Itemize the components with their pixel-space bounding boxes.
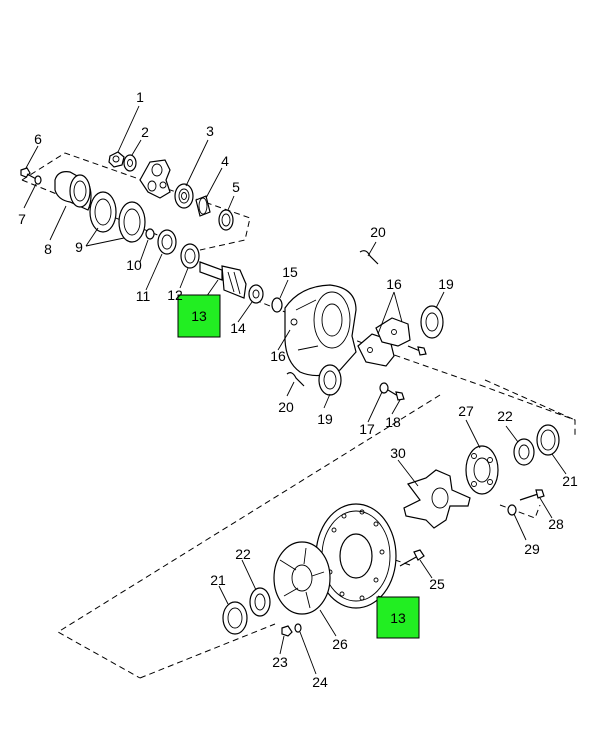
callout-26: 26 xyxy=(332,636,348,652)
pinion-yoke[interactable] xyxy=(139,159,171,199)
callout-19b: 19 xyxy=(317,411,333,427)
part-5-bearing-cup[interactable] xyxy=(218,209,234,231)
part-14-bearing[interactable] xyxy=(248,284,264,304)
callout-23: 23 xyxy=(272,654,288,670)
leader-lines xyxy=(23,105,567,675)
callout-14: 14 xyxy=(230,320,246,336)
callout-7: 7 xyxy=(18,211,26,227)
callout-16b: 16 xyxy=(386,276,402,292)
callout-27: 27 xyxy=(458,403,474,419)
callout-17: 17 xyxy=(359,421,375,437)
callout-15: 15 xyxy=(282,264,298,280)
part-24-washer[interactable] xyxy=(294,623,302,633)
callout-4: 4 xyxy=(221,153,229,169)
callout-13-upper-label: 13 xyxy=(191,308,207,324)
callout-25: 25 xyxy=(429,576,445,592)
callout-labels: 1 2 3 4 5 6 7 8 9 10 11 12 14 15 16 16 1… xyxy=(18,89,578,690)
part-26-case-half[interactable] xyxy=(273,541,331,615)
callout-24: 24 xyxy=(312,674,328,690)
callout-11: 11 xyxy=(136,288,151,304)
part-19-adjuster-lower[interactable] xyxy=(318,364,342,396)
callout-2: 2 xyxy=(141,124,149,140)
callout-8: 8 xyxy=(44,241,52,257)
callout-19a: 19 xyxy=(438,276,454,292)
callout-9: 9 xyxy=(75,239,83,255)
callout-3: 3 xyxy=(206,123,214,139)
part-30-spider[interactable] xyxy=(403,469,471,529)
part-10-spacer[interactable] xyxy=(145,228,155,240)
part-7-washer[interactable] xyxy=(34,175,42,185)
part-21-bearing-cup-right[interactable] xyxy=(536,424,560,456)
callout-30: 30 xyxy=(390,445,406,461)
part-22-bearing-cone-left[interactable] xyxy=(249,587,271,617)
callout-1: 1 xyxy=(136,89,144,105)
part-27-case-half[interactable] xyxy=(465,445,499,495)
callout-20b: 20 xyxy=(278,399,294,415)
part-11-bearing-cup[interactable] xyxy=(157,229,177,255)
callout-20a: 20 xyxy=(370,224,386,240)
callout-13-lower-label: 13 xyxy=(390,610,406,626)
part-17-washer[interactable] xyxy=(379,382,389,394)
part-12-bearing-cone[interactable] xyxy=(180,243,200,269)
callout-5: 5 xyxy=(232,179,240,195)
callout-13-upper[interactable]: 13 xyxy=(177,294,221,338)
callout-10: 10 xyxy=(126,257,142,273)
part-2-washer[interactable] xyxy=(123,154,137,172)
part-8-bearing-cage[interactable] xyxy=(54,171,92,211)
cap-bolt-upper[interactable] xyxy=(407,345,427,356)
callout-21b: 21 xyxy=(210,572,226,588)
part-28-bolt[interactable] xyxy=(519,489,545,501)
part-25-bolt[interactable] xyxy=(399,549,425,567)
part-15-snap-ring[interactable] xyxy=(271,297,283,313)
callout-22b: 22 xyxy=(235,546,251,562)
callout-12: 12 xyxy=(167,287,183,303)
part-23-bolt[interactable] xyxy=(281,625,293,637)
part-3-seal[interactable] xyxy=(174,183,194,209)
part-29-washer[interactable] xyxy=(507,504,517,516)
part-22-bearing-cone-right[interactable] xyxy=(513,438,535,466)
callout-28: 28 xyxy=(548,516,564,532)
part-18-bolt[interactable] xyxy=(387,389,405,401)
callout-16a: 16 xyxy=(270,348,286,364)
part-1-nut[interactable] xyxy=(108,151,125,168)
callout-18: 18 xyxy=(385,414,401,430)
part-4-bearing-cone[interactable] xyxy=(195,195,211,217)
part-20-cotter-pin-upper[interactable] xyxy=(359,250,379,265)
callout-13-lower[interactable]: 13 xyxy=(376,596,420,639)
callout-21a: 21 xyxy=(562,473,578,489)
part-21-bearing-cup-left[interactable] xyxy=(222,601,248,635)
ring-gear[interactable] xyxy=(315,503,397,609)
part-16-bearing-caps[interactable] xyxy=(357,317,411,367)
callout-29: 29 xyxy=(524,541,540,557)
part-19-adjuster-upper[interactable] xyxy=(420,305,444,339)
callout-22a: 22 xyxy=(497,408,513,424)
drive-pinion[interactable] xyxy=(199,261,247,299)
part-16-carrier-housing[interactable] xyxy=(284,284,357,377)
part-20-cotter-pin-lower[interactable] xyxy=(286,372,305,387)
callout-6: 6 xyxy=(34,131,42,147)
part-9-shims[interactable] xyxy=(89,191,146,243)
